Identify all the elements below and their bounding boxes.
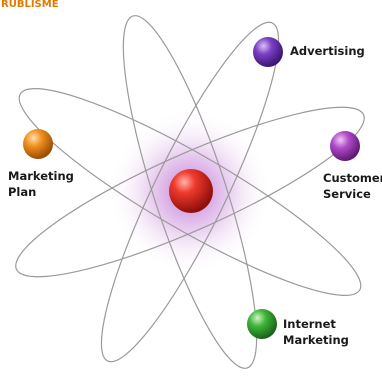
- marketing-plan-label-line2: Plan: [8, 185, 36, 199]
- node-customer-service: Customer Service: [323, 131, 382, 201]
- customer-service-label-line1: Customer: [323, 171, 382, 185]
- node-advertising: Advertising: [253, 37, 365, 67]
- orbit-ellipse-3: [100, 21, 280, 363]
- customer-service-label-line2: Service: [323, 187, 371, 201]
- orbit-ellipse-4: [122, 15, 258, 369]
- internet-marketing-label-line1: Internet: [283, 317, 336, 331]
- center-sphere: [169, 169, 213, 213]
- internet-marketing-sphere: [247, 309, 277, 339]
- orbit-ellipse-2: [18, 88, 362, 296]
- orbit-ellipse-1: [15, 106, 365, 278]
- node-internet-marketing: Internet Marketing: [247, 309, 349, 347]
- marketing-plan-label-line1: Marketing: [8, 169, 74, 183]
- advertising-label: Advertising: [290, 44, 365, 58]
- header-fragment: RUBLISME: [1, 0, 59, 10]
- customer-service-sphere: [330, 131, 360, 161]
- node-marketing-plan: Marketing Plan: [8, 129, 74, 199]
- marketing-plan-sphere: [23, 129, 53, 159]
- internet-marketing-label-line2: Marketing: [283, 333, 349, 347]
- advertising-sphere: [253, 37, 283, 67]
